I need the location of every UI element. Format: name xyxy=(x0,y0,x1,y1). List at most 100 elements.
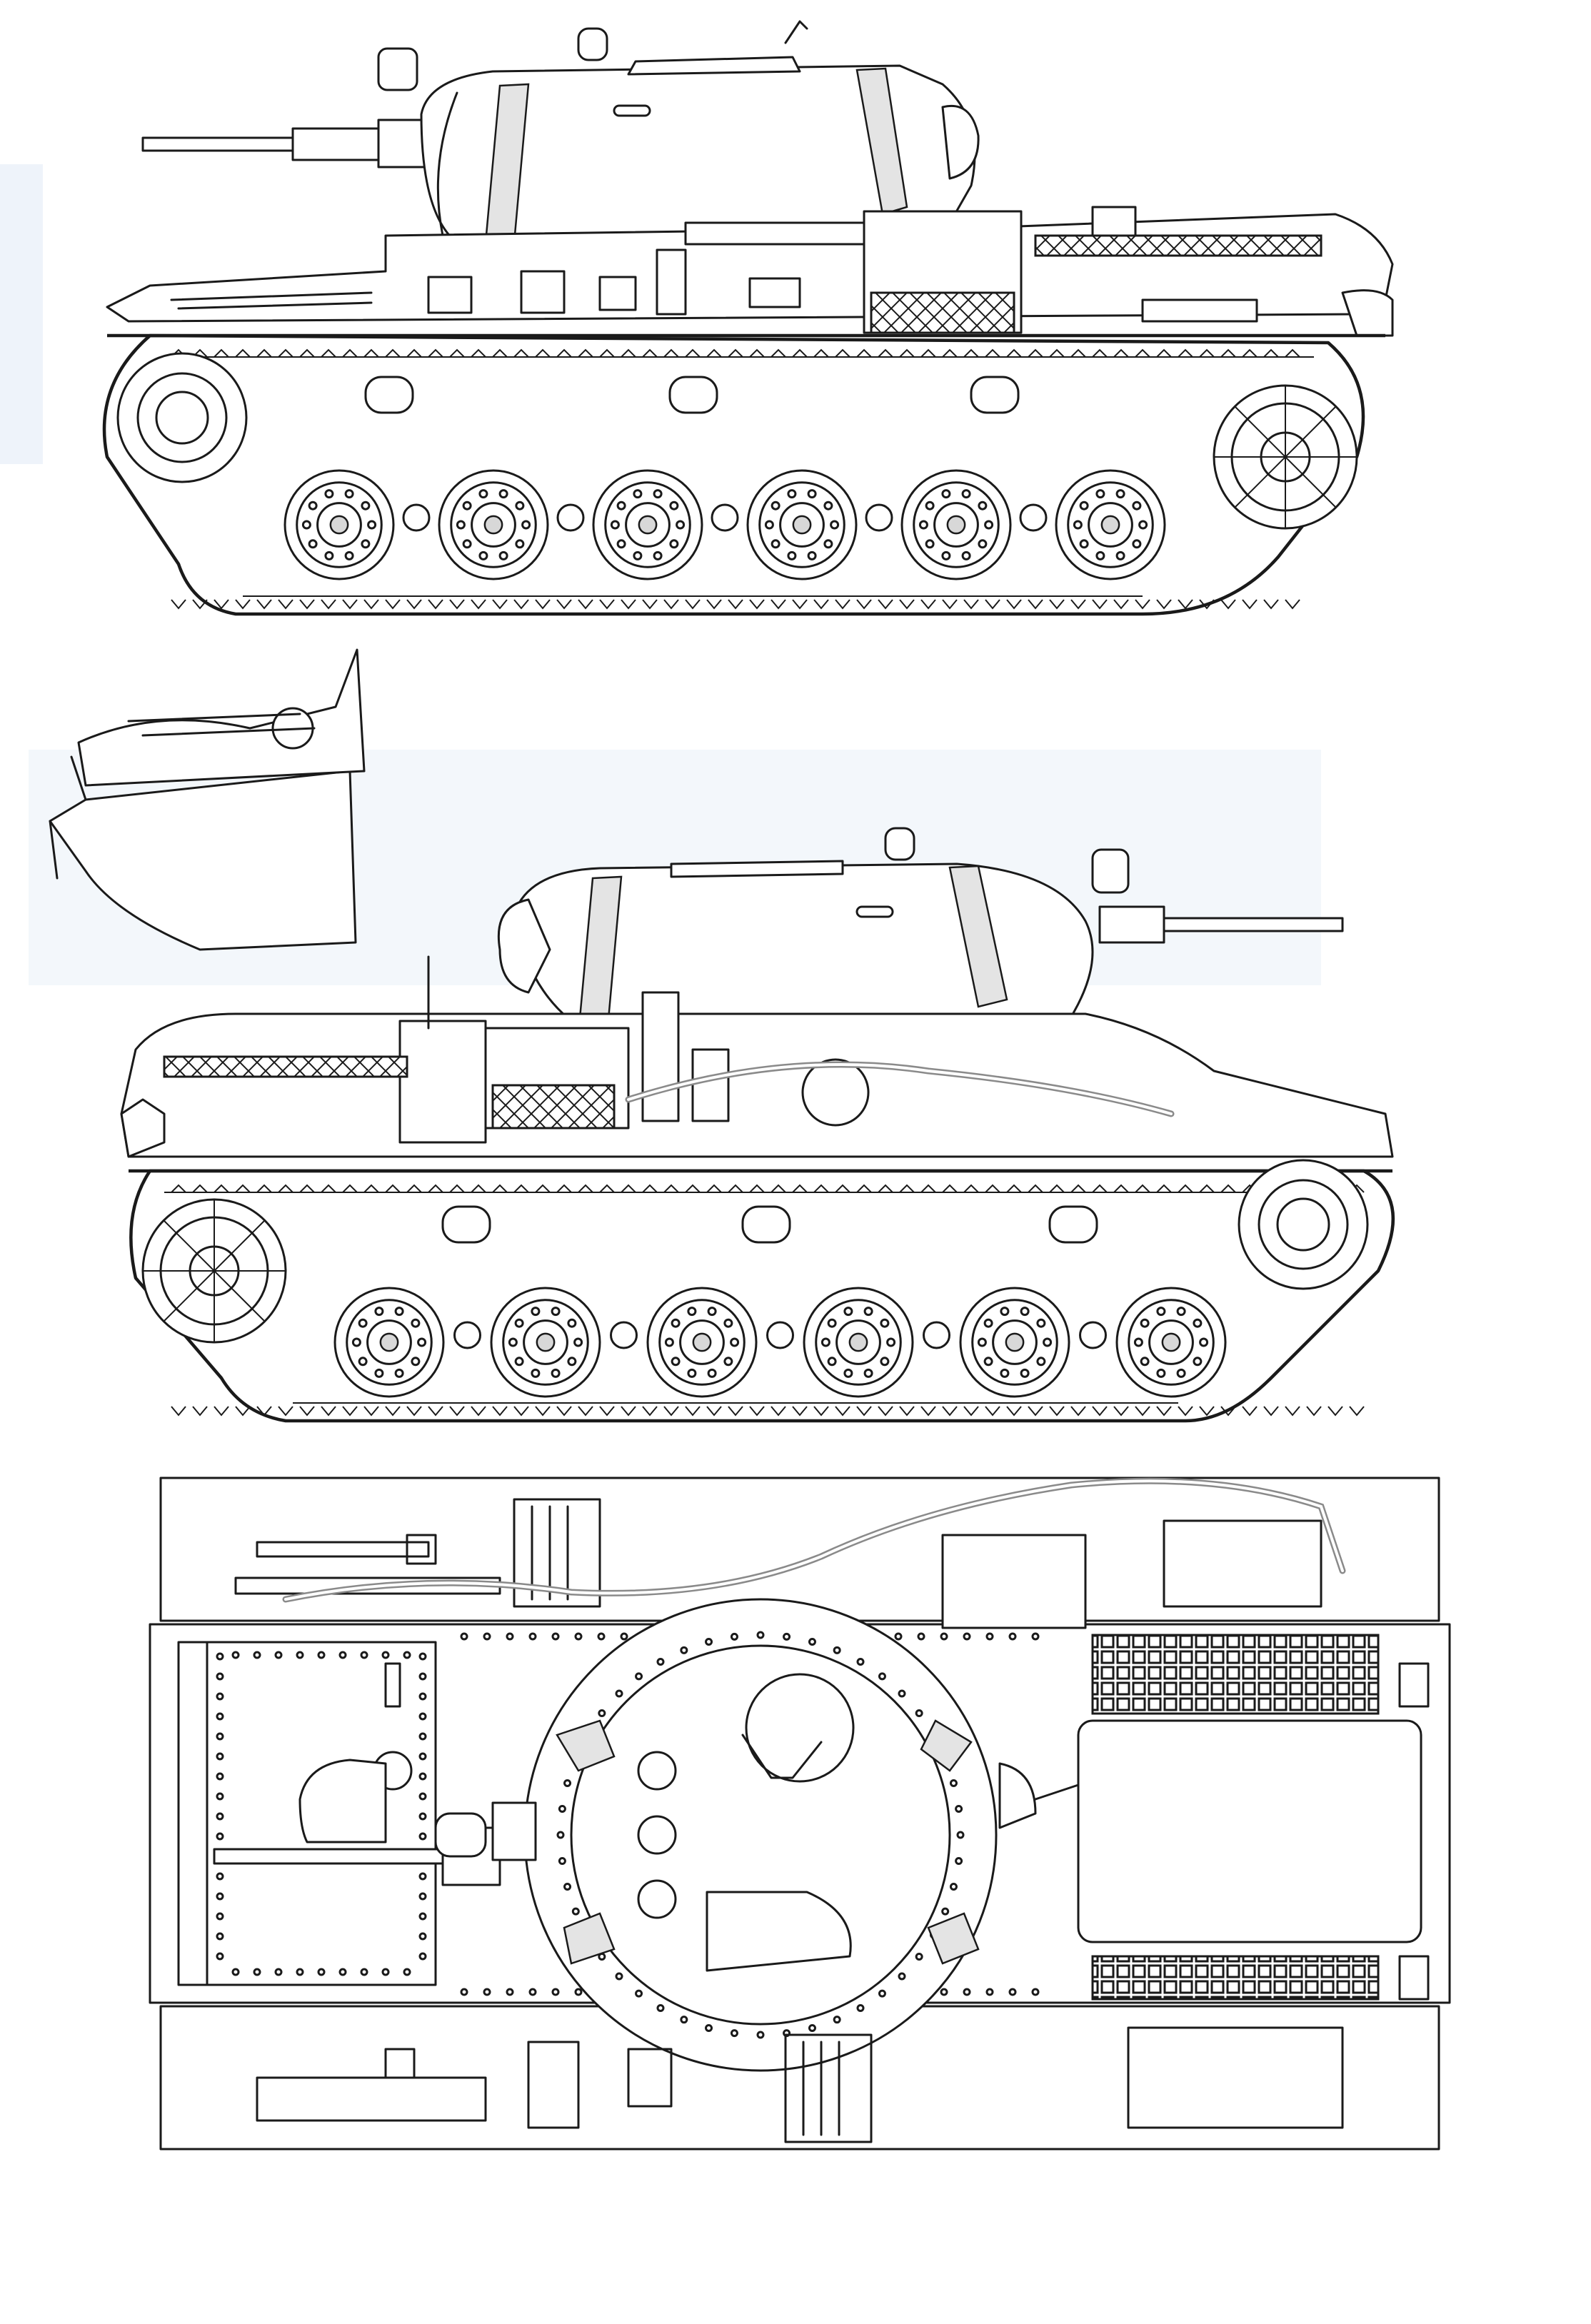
track-link xyxy=(256,1406,272,1417)
road-wheel xyxy=(333,1287,481,1398)
track-link xyxy=(663,599,679,610)
road-wheel xyxy=(592,469,739,580)
track-link xyxy=(1135,1184,1150,1193)
track-link xyxy=(878,599,893,610)
track-link xyxy=(535,599,551,610)
track-link xyxy=(492,348,508,358)
rivet xyxy=(1031,1988,1040,1996)
track-link xyxy=(771,1406,786,1417)
fuel-drum xyxy=(691,1048,730,1122)
rivet xyxy=(955,1857,963,1866)
track-link xyxy=(428,599,443,610)
rivet xyxy=(418,1872,427,1881)
track-link xyxy=(706,348,722,358)
rivet xyxy=(418,1892,427,1901)
track-link xyxy=(749,1406,765,1417)
rivet xyxy=(231,1651,240,1659)
rivet xyxy=(574,1632,583,1641)
track-link xyxy=(214,348,229,358)
rivet xyxy=(460,1988,468,1996)
track-link xyxy=(342,1406,358,1417)
paper-tint xyxy=(0,164,43,464)
suspension-arm xyxy=(610,1321,638,1349)
rivet xyxy=(878,1989,886,1998)
track-link xyxy=(556,1184,572,1193)
plough-blade xyxy=(49,770,357,951)
headlamp xyxy=(377,47,418,91)
track-link xyxy=(363,1184,379,1193)
track-link xyxy=(963,1406,979,1417)
track-link xyxy=(835,599,850,610)
track-link xyxy=(621,599,636,610)
track-link xyxy=(428,1406,443,1417)
rivet xyxy=(756,2031,765,2039)
track-link xyxy=(406,1184,422,1193)
track-link xyxy=(856,348,872,358)
rivet xyxy=(1008,1632,1017,1641)
rivet xyxy=(317,1968,326,1976)
track-link xyxy=(171,599,186,610)
top-plan-view xyxy=(149,1477,1451,2151)
track-link xyxy=(449,1406,465,1417)
rivet xyxy=(216,1712,224,1721)
track-link xyxy=(385,599,401,610)
engine-grille xyxy=(491,1084,616,1130)
gun-mount xyxy=(377,119,430,168)
rivet xyxy=(506,1632,514,1641)
track-link xyxy=(471,1184,486,1193)
rivet xyxy=(216,1692,224,1701)
track-link xyxy=(256,348,272,358)
rivet xyxy=(856,2003,865,2012)
track-link xyxy=(578,599,593,610)
track-link xyxy=(599,1406,615,1417)
rivet xyxy=(808,1638,816,1646)
plough-frame xyxy=(77,648,366,787)
track-link xyxy=(1306,1406,1322,1417)
rivet xyxy=(615,1972,623,1981)
track-link xyxy=(1199,599,1215,610)
rear-light xyxy=(1398,1955,1430,2001)
stowage-box xyxy=(684,221,873,246)
rivet xyxy=(338,1968,347,1976)
rivet xyxy=(956,1831,965,1839)
track-link xyxy=(428,1184,443,1193)
rivet xyxy=(940,1988,948,1996)
track-link xyxy=(642,348,658,358)
rivet xyxy=(418,1712,427,1721)
return-roller xyxy=(441,1205,1098,1244)
track-link xyxy=(1285,1406,1300,1417)
track-link xyxy=(535,348,551,358)
drive-sprocket xyxy=(1238,1159,1369,1290)
rivet xyxy=(878,1672,886,1681)
track-link xyxy=(685,1184,701,1193)
track-link xyxy=(792,1184,808,1193)
road-wheel xyxy=(803,1287,950,1398)
track-link xyxy=(985,1184,1000,1193)
turret-band xyxy=(948,865,1008,1008)
track-link xyxy=(471,348,486,358)
gun-mantlet xyxy=(1098,905,1165,944)
loader-hatch xyxy=(706,1891,852,1972)
track-link xyxy=(1049,1406,1065,1417)
rivet xyxy=(418,1732,427,1741)
rivet xyxy=(216,1932,224,1941)
track-outline xyxy=(129,1169,1395,1423)
track-link xyxy=(771,599,786,610)
rivet xyxy=(783,1632,791,1641)
vent-cover xyxy=(637,1751,677,1791)
rivet xyxy=(856,1658,865,1666)
hatch-hinge xyxy=(670,860,844,878)
track-link xyxy=(985,1406,1000,1417)
rivet xyxy=(705,2023,713,2032)
track-link xyxy=(1199,348,1215,358)
track-link xyxy=(920,348,936,358)
rivet xyxy=(680,2016,688,2024)
track-link xyxy=(406,1406,422,1417)
track-link xyxy=(278,1184,293,1193)
rivet xyxy=(1008,1988,1017,1996)
rivet xyxy=(574,1988,583,1996)
rivet xyxy=(483,1988,491,1996)
rivet xyxy=(317,1651,326,1659)
periscope xyxy=(884,827,915,861)
road-wheel xyxy=(646,1287,794,1398)
